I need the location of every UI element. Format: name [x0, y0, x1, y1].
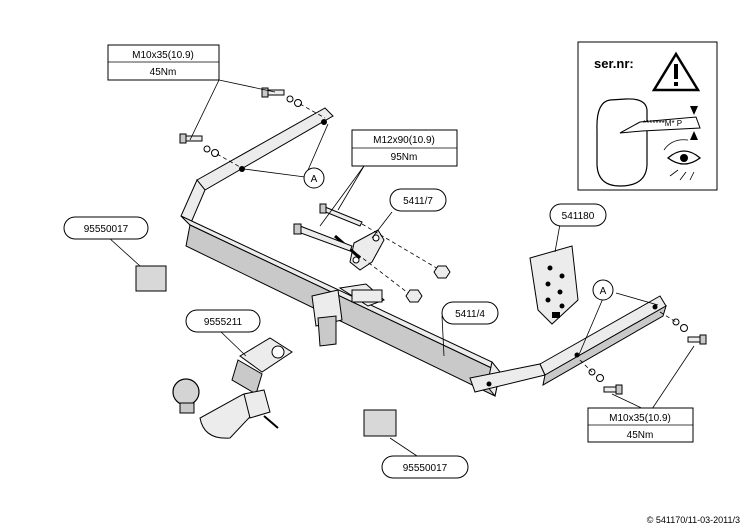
- warning-icon: [651, 51, 701, 92]
- bolt-torque-top: 45Nm: [150, 67, 177, 78]
- callout-label-plate: 541180: [549, 203, 607, 227]
- label-plate-541180: [529, 245, 579, 325]
- bracket-5411-7: [334, 229, 385, 271]
- callout-a-right-label: A: [600, 286, 607, 297]
- bolt-spec-center: M12x90(10.9) 95Nm: [351, 129, 458, 167]
- serial-plate-text: *******M* P: [643, 119, 682, 128]
- callout-sticker-bottom-label: 95550017: [403, 463, 448, 474]
- serial-number-box: ser.nr: *******M* P: [577, 41, 718, 191]
- serial-plate-tag: [619, 116, 701, 134]
- center-bolts: [293, 203, 451, 303]
- arrow-up-icon: [690, 131, 698, 140]
- callout-tow-ball: 9555211: [185, 309, 261, 333]
- callout-sticker-bottom: 95550017: [381, 455, 469, 479]
- callout-a-left: A: [303, 167, 325, 189]
- bolt-size-center: M12x90(10.9): [373, 135, 435, 146]
- bolt-spec-top: M10x35(10.9) 45Nm: [107, 44, 220, 81]
- bolt-torque-bottom: 45Nm: [627, 430, 654, 441]
- bolt-size-top: M10x35(10.9): [132, 50, 194, 61]
- callout-sticker-left: 95550017: [63, 216, 149, 240]
- callout-crossbar-label: 5411/4: [455, 309, 485, 320]
- callout-tow-ball-label: 9555211: [204, 317, 243, 328]
- bolt-size-bottom: M10x35(10.9): [609, 413, 671, 424]
- callout-bracket: 5411/7: [389, 188, 447, 212]
- eye-icon: [663, 139, 702, 181]
- arrow-down-icon: [690, 106, 698, 115]
- callout-a-left-label: A: [311, 174, 318, 185]
- top-bolts: [179, 87, 326, 168]
- serial-title: ser.nr:: [594, 56, 634, 71]
- callout-sticker-left-label: 95550017: [84, 224, 129, 235]
- copyright-text: © 541170/11-03-2011/3: [647, 515, 740, 525]
- right-bolts: [579, 311, 707, 395]
- callout-bracket-label: 5411/7: [403, 196, 433, 207]
- callout-a-right: A: [592, 279, 614, 301]
- bolt-torque-center: 95Nm: [391, 152, 418, 163]
- crossbar-frame: [180, 107, 667, 398]
- bolt-spec-bottom: M10x35(10.9) 45Nm: [587, 407, 694, 443]
- serial-plate-outline: [596, 98, 648, 187]
- leader-lines: [107, 79, 695, 459]
- sticker-left: [135, 265, 167, 292]
- callout-label-plate-label: 541180: [562, 211, 595, 222]
- callout-crossbar: 5411/4: [441, 301, 499, 325]
- tow-ball-assembly: [172, 337, 293, 439]
- sticker-bottom: [363, 409, 397, 437]
